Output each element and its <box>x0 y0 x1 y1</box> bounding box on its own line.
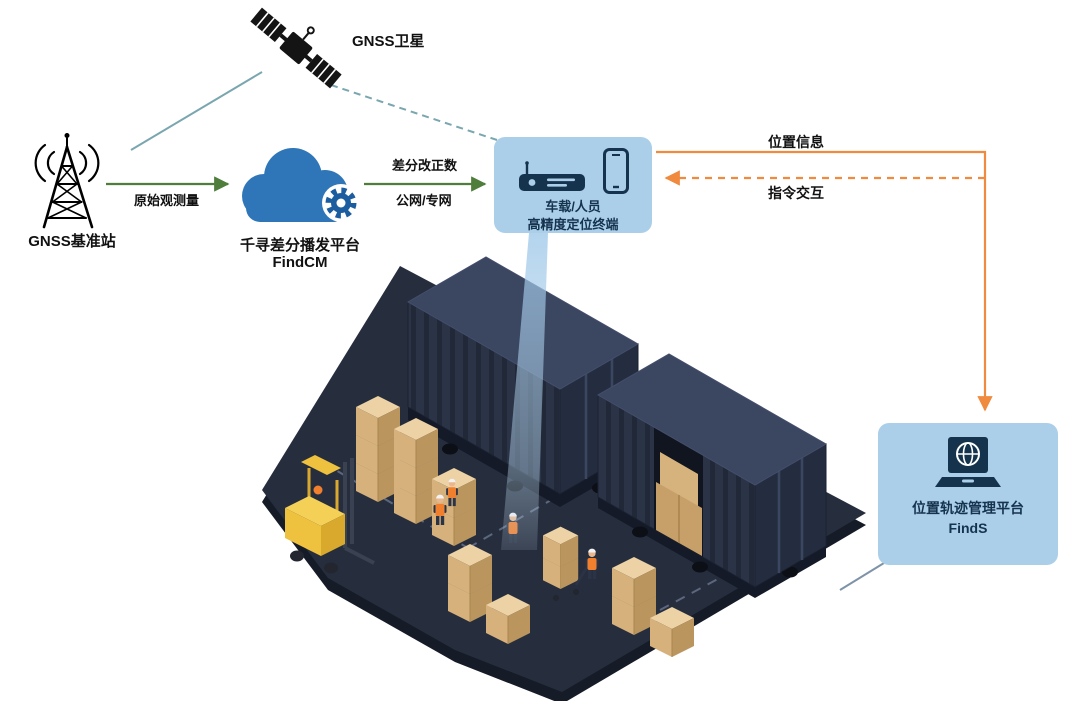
command-interaction-label: 指令交互 <box>768 185 824 201</box>
vehicle-terminal-icon <box>519 161 585 191</box>
laptop-globe-icon <box>935 437 1001 487</box>
positioning-beam <box>501 233 548 550</box>
management-panel: 位置轨迹管理平台 FindS <box>878 423 1058 565</box>
base-station-label: GNSS基准站 <box>28 233 116 250</box>
position-info-label: 位置信息 <box>768 134 824 150</box>
management-panel-pointer <box>839 562 885 591</box>
signal-wave-left-icon <box>46 150 56 176</box>
gear-icon <box>322 184 360 222</box>
satellite-icon <box>250 7 342 89</box>
satellite-terminal-link <box>330 84 498 141</box>
satellite-basestation-link <box>130 71 263 151</box>
terminal-panel: 车载/人员 高精度定位终端 <box>494 137 652 233</box>
container-2 <box>596 353 828 598</box>
terminal-icons <box>517 148 629 194</box>
correction-label: 差分改正数 <box>392 158 458 173</box>
position-info-arrow <box>656 150 993 412</box>
phone-icon <box>603 148 629 194</box>
signal-wave-right-icon <box>78 150 88 176</box>
platform-name-label: 千寻差分播发平台 <box>239 237 360 254</box>
platform-product-label: FindCM <box>272 254 328 271</box>
satellite-label: GNSS卫星 <box>352 33 425 50</box>
base-station-icon <box>34 133 100 229</box>
terminal-label-line2: 高精度定位终端 <box>527 216 619 232</box>
warehouse-illustration <box>262 233 866 701</box>
network-label: 公网/专网 <box>396 193 452 208</box>
management-label-line2: FindS <box>948 519 988 536</box>
terminal-label-line1: 车载/人员 <box>545 199 601 214</box>
forklift <box>285 455 375 574</box>
cloud-platform-icon <box>242 148 360 222</box>
management-label-line1: 位置轨迹管理平台 <box>912 500 1024 516</box>
raw-observation-label: 原始观测量 <box>134 193 200 208</box>
